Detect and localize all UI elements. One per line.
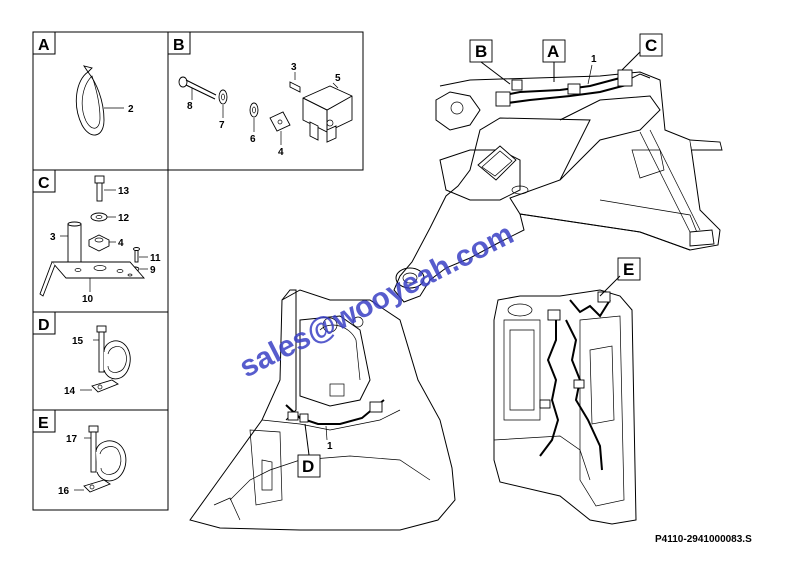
label-2: 2 [128, 104, 134, 115]
panel-b: B 3 5 8 7 [167, 31, 364, 171]
panel-e: E 17 16 [32, 409, 169, 511]
bracket-part [302, 85, 353, 143]
label-11: 11 [150, 253, 161, 264]
nut-part [88, 234, 110, 252]
label-6: 6 [250, 134, 256, 145]
panel-d-letter: D [38, 317, 50, 334]
loader-boom-drawing [393, 69, 723, 303]
label-1-bottom: 1 [327, 441, 333, 452]
svg-text:D: D [302, 457, 314, 476]
panel-d: D 15 14 [32, 311, 169, 411]
label-13: 13 [118, 186, 130, 197]
label-12: 12 [118, 213, 130, 224]
panel-c: C 13 12 3 4 [32, 169, 169, 313]
panel-b-letter: B [173, 37, 185, 54]
callout-c [639, 33, 663, 57]
label-10: 10 [82, 294, 94, 305]
label-3: 3 [291, 62, 297, 73]
label-7: 7 [219, 120, 225, 131]
washer-part [90, 212, 108, 222]
label-4: 4 [278, 147, 284, 158]
label-3: 3 [50, 232, 56, 243]
label-9: 9 [150, 265, 156, 276]
bolt-part [178, 76, 217, 100]
rear-frame-drawing [493, 289, 637, 525]
label-5: 5 [335, 73, 341, 84]
plate-part [39, 261, 145, 297]
svg-text:B: B [475, 42, 487, 61]
washer-part [218, 89, 228, 105]
svg-text:A: A [547, 42, 559, 61]
washer-part [249, 102, 259, 118]
panel-a: A 2 [32, 31, 169, 171]
label-8: 8 [187, 101, 193, 112]
cable-tie-part [75, 65, 124, 136]
front-frame-drawing [189, 289, 456, 531]
label-14: 14 [64, 386, 76, 397]
svg-text:E: E [623, 260, 634, 279]
callout-e [617, 257, 641, 281]
p-clamp-part [83, 440, 127, 493]
label-17: 17 [66, 434, 78, 445]
label-4: 4 [118, 238, 124, 249]
watermark: sales@wooyeah.com [234, 217, 519, 384]
panel-e-letter: E [38, 415, 49, 432]
drawing-code: P4110-2941000083.S [655, 534, 752, 545]
panel-a-letter: A [38, 37, 50, 54]
bolt-part [94, 175, 105, 184]
p-clamp-part [91, 340, 131, 393]
label-1-top: 1 [591, 54, 597, 65]
plate-part [269, 111, 291, 132]
label-16: 16 [58, 486, 70, 497]
panel-c-letter: C [38, 175, 50, 192]
bolt-part [88, 425, 99, 433]
pin-part [67, 223, 82, 263]
label-15: 15 [72, 336, 84, 347]
bolt-part [96, 325, 107, 333]
svg-text:C: C [645, 36, 657, 55]
